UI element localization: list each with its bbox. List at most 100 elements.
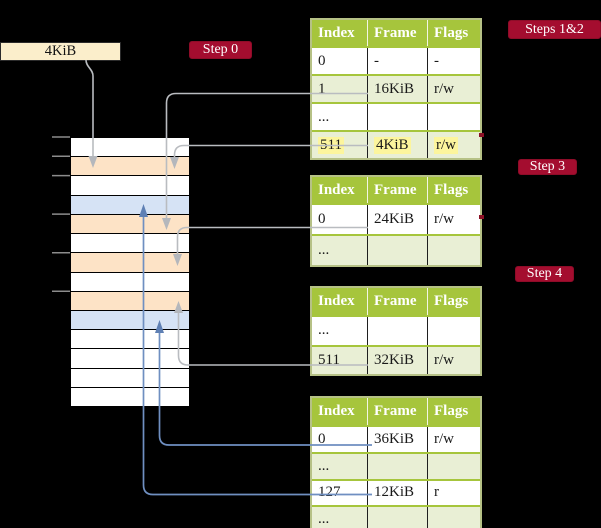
cell-text: ... — [318, 108, 330, 125]
table-cell: 16KiB — [367, 76, 427, 102]
memory-row-3-blue — [71, 195, 189, 215]
column-header-flags: Flags — [427, 288, 480, 315]
table-row-0: 0 24KiB r/w — [312, 203, 480, 234]
table-cell: 0 — [312, 48, 367, 74]
table-cell — [367, 236, 427, 265]
table-cell: r/w — [427, 76, 480, 102]
cell-text: - — [434, 52, 439, 69]
table-cell: r/w — [427, 132, 480, 158]
cell-text: 32KiB — [374, 351, 415, 368]
memory-row-2-white — [71, 176, 189, 196]
cell-text: 127 — [318, 484, 341, 501]
column-header-frame: Frame — [367, 20, 427, 46]
table-row-...: ... — [312, 234, 480, 265]
memory-row-5-white — [71, 234, 189, 254]
table-cell — [367, 104, 427, 130]
step-0-label: Step 0 — [189, 41, 252, 59]
column-header-frame: Frame — [367, 177, 427, 203]
cell-text: 12KiB — [374, 484, 415, 501]
cell-text: ... — [318, 242, 330, 258]
table-cell: ... — [312, 104, 367, 130]
cell-text: 24KiB — [374, 211, 415, 227]
table-row-511: 511 32KiB r/w — [312, 344, 480, 375]
cell-text: r/w — [434, 430, 454, 447]
memory-row-12-white — [71, 368, 189, 388]
table-cell: 511 — [312, 132, 367, 158]
table-cell — [367, 453, 427, 479]
cell-text: 0 — [318, 52, 326, 69]
cell-text: 36KiB — [374, 430, 415, 447]
cell-text: 16KiB — [374, 80, 415, 97]
cell-text: 511 — [318, 351, 340, 368]
cell-text: 0 — [318, 211, 326, 227]
table-row-0: 0 36KiB r/w — [312, 425, 480, 452]
table-row-...: ... — [312, 505, 480, 528]
memory-row-7-white — [71, 272, 189, 292]
table-row-1: 1 16KiB r/w — [312, 74, 480, 102]
table-row-127: 127 12KiB r — [312, 478, 480, 506]
frame-4kib-label: 4KiB — [0, 42, 121, 61]
memory-row-13-white — [71, 387, 189, 407]
memory-row-8-orange — [71, 291, 189, 311]
memory-row-4-orange — [71, 214, 189, 235]
table-cell — [427, 236, 480, 265]
table-cell — [427, 104, 480, 130]
table-cell: 4KiB — [367, 132, 427, 158]
column-header-frame: Frame — [367, 398, 427, 425]
address-ticks — [52, 136, 70, 293]
memory-row-10-white — [71, 330, 189, 350]
table-cell: 12KiB — [367, 480, 427, 506]
column-header-index: Index — [318, 403, 355, 419]
column-header-frame: Frame — [367, 288, 427, 315]
physical-memory-column — [70, 137, 190, 407]
table-cell: r — [427, 480, 480, 506]
memory-row-6-orange — [71, 253, 189, 273]
cell-text: r/w — [434, 351, 454, 368]
table-cell — [427, 317, 480, 345]
table-cell — [427, 453, 480, 479]
table-cell: 32KiB — [367, 346, 427, 374]
memory-row-11-white — [71, 349, 189, 369]
highlighted-cell-text: 4KiB — [374, 136, 411, 154]
column-header-flags: Flags — [427, 398, 480, 425]
table-cell: - — [367, 48, 427, 74]
table-cell: ... — [312, 236, 367, 265]
table-cell — [427, 507, 480, 528]
cell-text: r/w — [434, 80, 454, 97]
table-cell: 36KiB — [367, 427, 427, 452]
column-header-flags: Flags — [427, 20, 480, 46]
red-tick-table2-row0 — [479, 215, 484, 219]
table-cell: 24KiB — [367, 205, 427, 234]
table-cell: ... — [312, 317, 367, 345]
table-row-...: ... — [312, 451, 480, 479]
column-header-index: Index — [318, 181, 355, 198]
memory-row-1-orange — [71, 157, 189, 177]
table-cell: 0 — [312, 205, 367, 234]
memory-row-0-white — [71, 138, 189, 158]
cell-text: - — [374, 52, 379, 69]
step-3-label: Step 3 — [518, 159, 577, 175]
table-cell: r/w — [427, 427, 480, 452]
table-cell: 0 — [312, 427, 367, 452]
table-cell: - — [427, 48, 480, 74]
table-row-...: ... — [312, 315, 480, 345]
table-row-0: 0 - - — [312, 46, 480, 74]
highlighted-cell-text: 511 — [318, 136, 344, 154]
highlighted-cell-text: r/w — [434, 136, 458, 154]
cell-text: r/w — [434, 211, 454, 227]
column-header-index: Index — [318, 24, 355, 41]
table-cell: 511 — [312, 347, 367, 375]
red-tick-table1-row511 — [479, 133, 484, 137]
cell-text: ... — [318, 511, 330, 528]
cell-text: ... — [318, 457, 330, 474]
cell-text: 1 — [318, 80, 326, 97]
table-cell: 127 — [312, 481, 367, 506]
